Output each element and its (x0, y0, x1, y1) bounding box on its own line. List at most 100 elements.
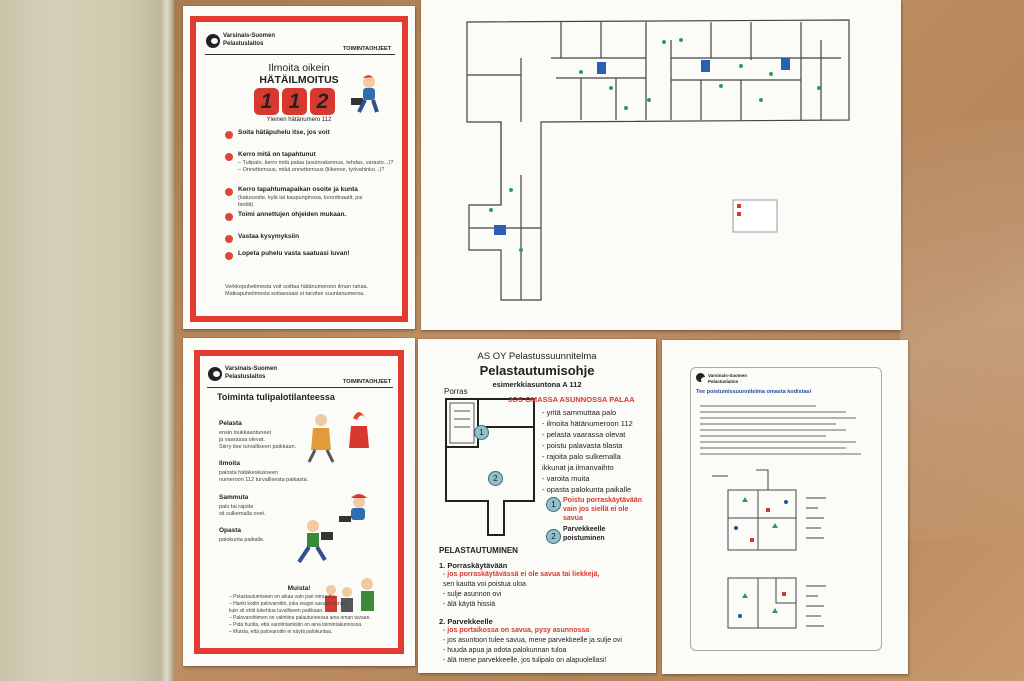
action-item: - pelasta vaarassa olevat (542, 430, 626, 439)
red-border (190, 16, 408, 322)
floor-plan-sheet (421, 0, 901, 330)
instruction: Kerro mitä on tapahtunut (238, 151, 316, 158)
action-item: - opasta palokunta paikalle (542, 485, 632, 494)
action-item: - yritä sammuttaa palo (542, 408, 617, 417)
action-item: - poistu palavasta tilasta (542, 441, 623, 450)
escape-plan-sheet: Varsinais-Suomen Pelastuslaitos Tee pois… (662, 340, 908, 674)
floor-plan-map (466, 19, 850, 301)
rescue-logo-icon (206, 34, 220, 48)
org-name: Pelastuslaitos (708, 379, 739, 384)
step-text: ensin loukkaantuneet (219, 430, 271, 436)
instruction-detail: – Onnettomuus, mikä onnettomuus (liikenn… (238, 167, 385, 173)
procedure-heading: 1. Porraskäytävään (439, 561, 508, 570)
note: kuin sit ehtii tukehtua tuvalliseen paik… (229, 608, 324, 614)
wall-edge (160, 0, 174, 681)
rescue-logo-icon (208, 367, 222, 381)
inner-card (690, 367, 882, 651)
wall (0, 0, 172, 681)
footer-note: Matkapuhelimesta soitaessasi ei tarvitse… (225, 291, 365, 297)
instruction-detail: (katuosoite, kylä tai kaupunginosa, koor… (238, 195, 363, 201)
route-marker: 1 (474, 425, 489, 440)
procedure-warning: - jos portaikossa on savua, pysy asunnos… (443, 627, 590, 634)
route-text: poistuminen (563, 535, 605, 542)
org-name: Pelastuslaitos (223, 41, 264, 47)
instruction: Vastaa kysymyksiin (238, 233, 300, 240)
action-item: ikkunat ja ilmanvaihto (542, 463, 614, 472)
procedure-warning: - jos porraskäytävässä ei ole savua tai … (443, 571, 600, 578)
route-marker: 1 (546, 497, 561, 512)
org-name: Varsinais-Suomen (708, 373, 748, 378)
escape-plan-diagram (712, 469, 826, 629)
digit: 1 (254, 88, 279, 115)
note: – Palovaroittimen on valmiina palautunee… (229, 615, 371, 621)
action-item: - rajoita palo sulkemalla (542, 452, 621, 461)
red-border (194, 350, 404, 654)
step-heading: Sammuta (219, 494, 249, 501)
escape-text-lines (700, 405, 861, 455)
bullet (225, 252, 233, 260)
title: Ilmoita oikein (268, 62, 330, 74)
bullet (225, 153, 233, 161)
title: Tee poistumissuunnitelma omasta kodistas… (696, 389, 812, 395)
route-text: savua (563, 515, 583, 522)
evacuation-instructions-sign: AS OY Pelastussuunnitelma Pelastautumiso… (418, 339, 656, 673)
instruction-detail: – Tulipalo, kerro mitä palaa (asuinraken… (238, 160, 394, 166)
note: – Hanki kodin palovaroitin, joka reagoi … (229, 601, 347, 607)
emergency-call-sign: Varsinais-Suomen Pelastuslaitos TOIMINTA… (183, 6, 415, 329)
bullet (225, 235, 233, 243)
route-text: Poistu porraskäytävään (563, 497, 642, 504)
step-heading: Ilmoita (219, 460, 240, 467)
route-text: Parvekkeelle (563, 526, 606, 533)
step-text: sit sulkemalla ovet. (219, 511, 266, 517)
rescue-people-illustration (297, 412, 374, 612)
procedure-step: sen kautta voi poistua uloa (443, 581, 526, 588)
title: HÄTÄILMOITUS (259, 74, 339, 86)
tag: TOIMINTAOHJEET (343, 379, 392, 385)
instruction: Soita hätäpuhelu itse, jos voit (238, 129, 330, 136)
org-name: Pelastuslaitos (225, 374, 266, 380)
procedure-step: - huuda apua ja odota palokunnan tuloa (443, 647, 567, 654)
stair-label: Porras (444, 387, 468, 396)
apartment-plan (445, 398, 535, 536)
title: Toiminta tulipalotilanteessa (217, 392, 335, 402)
number-caption: Yleinen hätänumero 112 (266, 117, 332, 123)
procedure-heading: 2. Parvekkeelle (439, 617, 493, 626)
digit: 2 (310, 88, 335, 115)
section-heading: PELASTAUTUMINEN (439, 546, 518, 555)
procedure-step: - jos asuntoon tulee savua, mene parvekk… (443, 637, 622, 644)
step-text: palokunta paikalle. (219, 537, 265, 543)
action-item: - varoita muita (542, 474, 590, 483)
glass-reflection (900, 120, 1024, 540)
remember-heading: Muista! (287, 585, 311, 592)
alert-heading: JOS OMASSA ASUNNOSSA PALAA (508, 395, 635, 404)
note: – Pidä huolta, että varotintamistin on a… (229, 622, 363, 628)
step-text: palo tai rajoita (219, 504, 254, 510)
procedure-step: - älä mene parvekkeelle, jos tulipalo on… (443, 657, 607, 664)
route-marker: 2 (546, 529, 561, 544)
step-text: Siirry itse turvalliseen paikkaan. (219, 444, 297, 450)
note: – Pelastautumiseen on aikaa vain pari mi… (229, 594, 337, 600)
footer-note: Verkkopuhelimesta voit soittaa hätänumer… (225, 284, 369, 290)
step-text: numeroon 112 turvallisesta paikasta. (219, 477, 309, 483)
route-text: vain jos siellä ei ole (563, 506, 629, 513)
route-marker: 2 (488, 471, 503, 486)
instruction-detail: tiedät) (238, 202, 254, 208)
instruction: Kerro tapahtumapaikan osoite ja kunta (238, 186, 358, 193)
note: – Muista, että palovaroitin ei näytä pal… (229, 629, 333, 635)
step-text: ja vaarassa olevat. (219, 437, 265, 443)
org-name: Varsinais-Suomen (223, 33, 276, 39)
fire-instructions-sign: Varsinais-Suomen Pelastuslaitos TOIMINTA… (183, 338, 415, 666)
org-name: Varsinais-Suomen (225, 366, 278, 372)
company-name: AS OY Pelastussuunnitelma (477, 351, 597, 362)
bullet (225, 131, 233, 139)
digit: 1 (282, 88, 307, 115)
rescue-logo-icon (696, 373, 708, 383)
procedure-step: - sulje asunnon ovi (443, 591, 502, 598)
subtitle: esimerkkiasuntona A 112 (492, 380, 582, 389)
action-item: - ilmoita hätänumeroon 112 (542, 419, 633, 428)
title: Pelastautumisohje (479, 363, 595, 378)
caller-figure-icon (351, 75, 379, 113)
instruction: Lopeta puhelu vasta saatuasi luvan! (238, 250, 350, 257)
bullet (225, 213, 233, 221)
step-text: palosta hätäkeskukseen (219, 470, 279, 476)
